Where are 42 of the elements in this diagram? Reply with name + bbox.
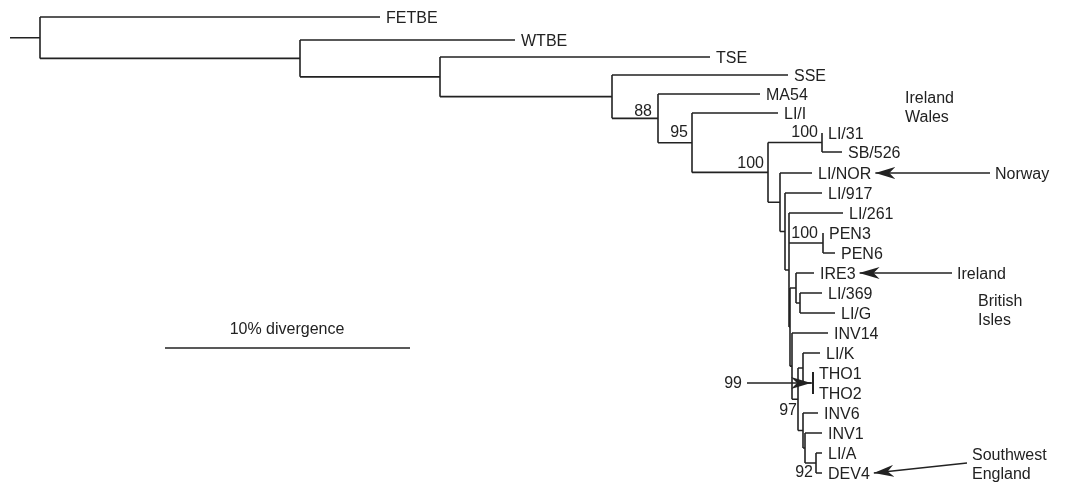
region-label: Southwest England: [972, 444, 1064, 482]
taxon-label: TSE: [716, 47, 748, 67]
bootstrap-value: 100: [791, 121, 818, 141]
arrow: [874, 167, 991, 179]
taxon-label: INV1: [828, 423, 864, 443]
taxon-label: WTBE: [521, 30, 568, 50]
taxon-label: PEN3: [829, 223, 871, 243]
taxon-label: LI/917: [828, 183, 873, 203]
arrow: [873, 462, 968, 477]
bootstrap-value: 97: [779, 399, 797, 419]
taxon-label: LI/K: [826, 343, 855, 363]
bootstrap-value: 88: [634, 100, 652, 120]
bootstrap-value: 92: [795, 461, 813, 481]
region-label: Norway: [995, 163, 1050, 183]
taxon-label: FETBE: [386, 7, 438, 27]
taxon-label: INV14: [834, 323, 879, 343]
taxon-label: LI/I: [784, 103, 807, 123]
region-label: Ireland: [957, 263, 1006, 283]
taxon-label: LI/369: [828, 283, 873, 303]
bootstrap-value: 100: [737, 152, 764, 172]
arrow: [746, 377, 812, 389]
taxon-label: LI/G: [841, 303, 872, 323]
taxon-label: LI/261: [849, 203, 894, 223]
region-label: British Isles: [978, 290, 1024, 328]
taxon-label: LI/A: [828, 443, 857, 463]
bootstrap-value: 99: [724, 372, 742, 392]
taxon-label: PEN6: [841, 243, 883, 263]
taxon-label: LI/NOR: [818, 163, 872, 183]
taxon-label: LI/31: [828, 123, 864, 143]
taxon-label: SSE: [794, 65, 826, 85]
taxon-label: INV6: [824, 403, 860, 423]
taxon-label: DEV4: [828, 463, 870, 483]
taxon-label: MA54: [766, 84, 808, 104]
arrow: [858, 267, 953, 279]
bootstrap-value: 95: [670, 121, 688, 141]
taxon-label: THO2: [819, 383, 862, 403]
taxon-label: SB/526: [848, 142, 901, 162]
scale-label: 10% divergence: [229, 318, 345, 338]
taxon-label: IRE3: [820, 263, 856, 283]
region-label: Ireland Wales: [905, 87, 955, 125]
bootstrap-value: 100: [791, 222, 818, 242]
taxon-label: THO1: [819, 363, 862, 383]
